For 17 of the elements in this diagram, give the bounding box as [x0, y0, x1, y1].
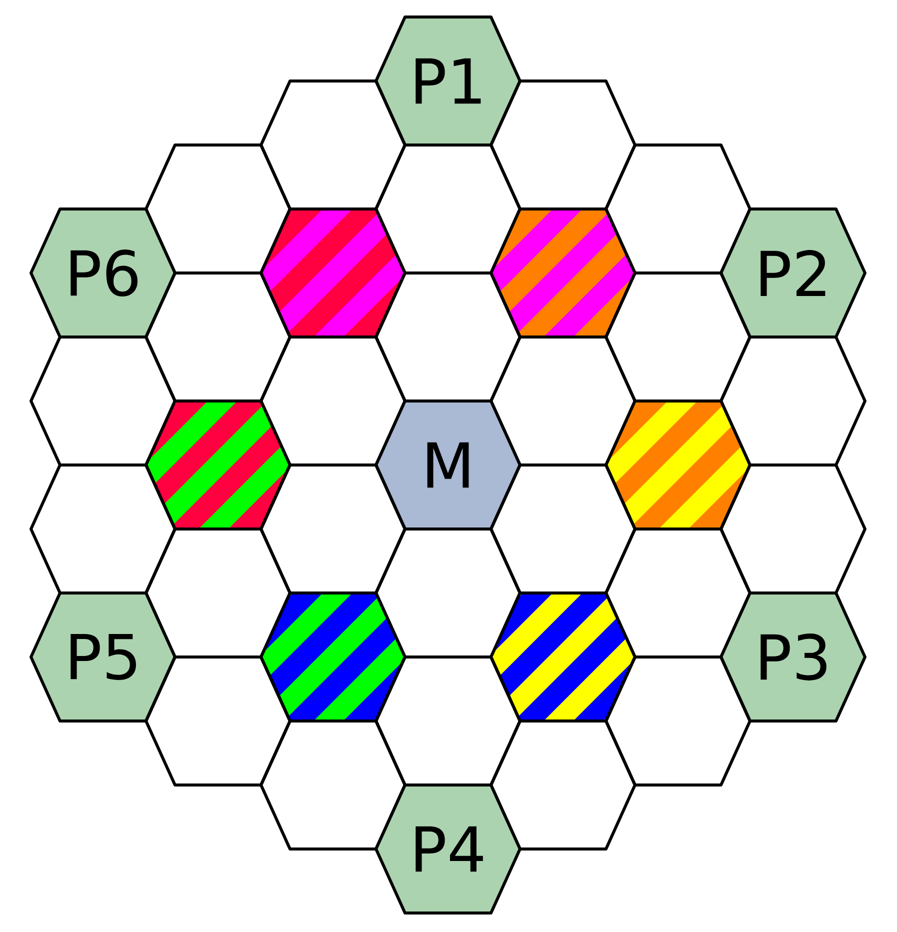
hexagon-tile: M: [374, 400, 522, 530]
striped-hexagon-tile: [144, 400, 292, 530]
hexagon-tile: P6: [30, 208, 176, 338]
hexagon-tile: [720, 336, 866, 466]
hexagon-tile: P4: [374, 784, 522, 914]
hexagon-tile: [144, 656, 292, 786]
hexagon-tile: P3: [720, 592, 866, 722]
hexagon-tile: [30, 336, 176, 466]
hexagon-tile: P1: [374, 16, 522, 146]
hexagon-tile: [604, 656, 752, 786]
striped-hexagon-tile: [604, 400, 752, 530]
hexagon-tile: P2: [720, 208, 866, 338]
striped-hexagon-tile: [490, 208, 636, 338]
striped-hexagon-tile: [260, 208, 406, 338]
striped-hexagon-tile: [260, 592, 406, 722]
striped-hexagon-tile: [490, 592, 636, 722]
hexagon-tile: P5: [30, 592, 176, 722]
